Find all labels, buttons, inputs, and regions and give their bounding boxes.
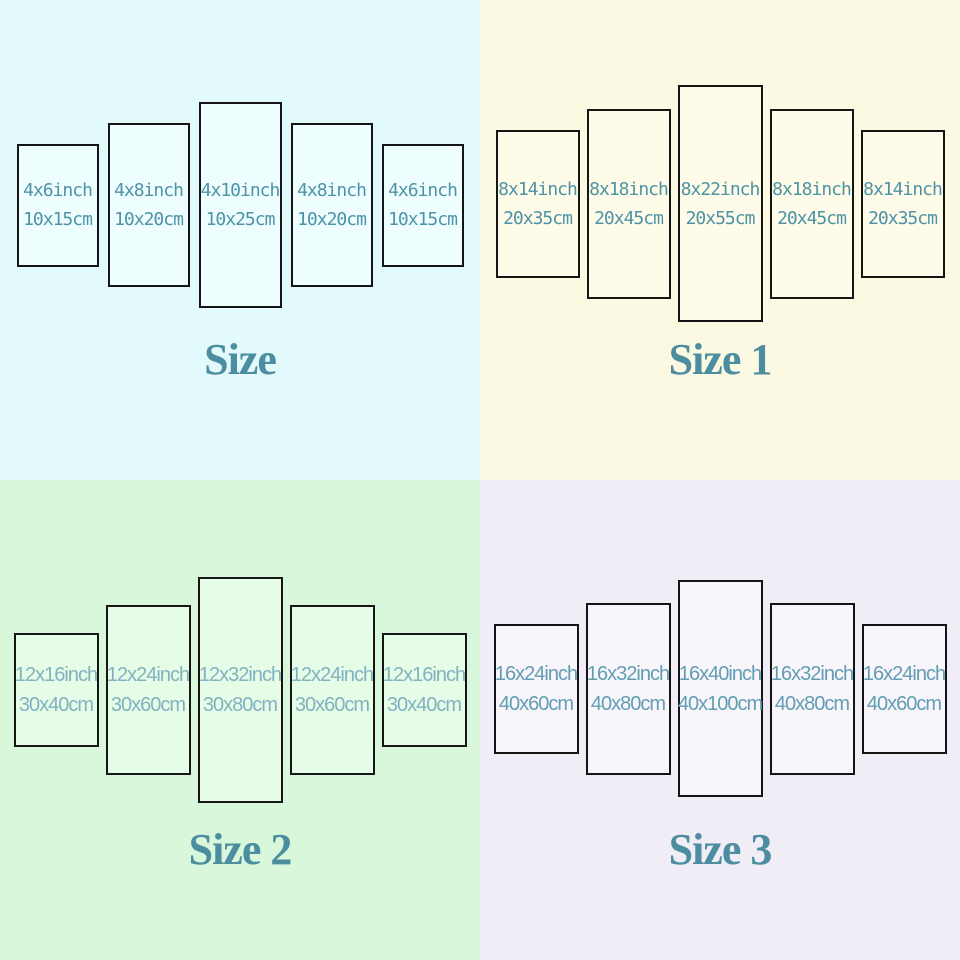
panel-size-label: 12x24inch 30x60cm: [106, 660, 190, 720]
panel-size-inches: 4x8inch: [114, 180, 184, 201]
panel-size-label: 16x40inch 40x100cm: [677, 659, 763, 719]
panel-size-cm: 10x20cm: [297, 209, 367, 230]
panel-layout-row: 4x6inch 10x15cm 4x8inch 10x20cm 4x10inch 10x2…: [0, 102, 480, 308]
size-panel: 8x14inch 20x35cm: [495, 129, 580, 278]
panel-size-inches: 12x16inch: [382, 664, 466, 686]
size-panel: 16x32inch 40x80cm: [769, 602, 855, 775]
size-panel: 8x18inch 20x45cm: [586, 108, 671, 299]
panel-size-cm: 10x20cm: [114, 209, 184, 230]
panel-size-cm: 40x100cm: [677, 692, 763, 715]
panel-size-inches: 12x16inch: [14, 664, 98, 686]
panel-size-label: 4x8inch 10x20cm: [297, 176, 367, 234]
panel-size-inches: 12x24inch: [106, 664, 190, 686]
panel-size-label: 16x32inch 40x80cm: [586, 659, 670, 719]
panel-size-cm: 30x60cm: [294, 694, 370, 716]
size-panel: 12x16inch 30x40cm: [13, 633, 99, 747]
panel-size-inches: 8x18inch: [772, 178, 852, 200]
panel-size-cm: 30x40cm: [386, 694, 462, 716]
size-panel: 4x6inch 10x15cm: [16, 143, 99, 267]
panel-size-inches: 8x18inch: [589, 178, 669, 200]
panel-size-label: 16x32inch 40x80cm: [770, 659, 854, 719]
panel-size-cm: 40x60cm: [866, 692, 942, 715]
size-panel: 16x32inch 40x80cm: [585, 602, 671, 775]
panel-size-cm: 20x35cm: [868, 207, 938, 229]
size-panel: 8x18inch 20x45cm: [769, 108, 854, 299]
panel-size-cm: 30x60cm: [110, 694, 186, 716]
panel-size-cm: 30x40cm: [18, 694, 94, 716]
panel-size-inches: 16x32inch: [770, 662, 854, 685]
panel-size-label: 12x32inch 30x80cm: [198, 660, 282, 720]
size-panel: 4x8inch 10x20cm: [107, 123, 190, 287]
panel-size-cm: 40x80cm: [774, 692, 850, 715]
size-group-quadrant: 12x16inch 30x40cm 12x24inch 30x60cm 12x32inc…: [0, 480, 480, 960]
panel-size-label: 8x14inch 20x35cm: [863, 175, 943, 233]
size-panel: 12x24inch 30x60cm: [289, 605, 375, 775]
panel-size-inches: 4x8inch: [297, 180, 367, 201]
size-panel: 12x16inch 30x40cm: [381, 633, 467, 747]
size-group-quadrant: 16x24inch 40x60cm 16x32inch 40x80cm 16x40inc…: [480, 480, 960, 960]
panel-size-inches: 16x24inch: [862, 662, 946, 685]
size-panel: 4x10inch 10x25cm: [198, 102, 282, 308]
panel-size-cm: 20x45cm: [594, 207, 664, 229]
panel-size-inches: 16x40inch: [678, 662, 762, 685]
panel-layout-row: 8x14inch 20x35cm 8x18inch 20x45cm 8x22inch 20…: [480, 85, 960, 322]
size-panel: 4x6inch 10x15cm: [381, 143, 464, 267]
panel-size-label: 12x16inch 30x40cm: [14, 660, 98, 720]
size-panel: 16x24inch 40x60cm: [861, 623, 947, 754]
size-group-quadrant: 4x6inch 10x15cm 4x8inch 10x20cm 4x10inch 10x2…: [0, 0, 480, 480]
size-panel: 8x14inch 20x35cm: [860, 129, 945, 278]
panel-size-inches: 4x6inch: [388, 180, 458, 201]
size-group-title: Size: [204, 335, 277, 384]
panel-size-cm: 10x15cm: [23, 209, 93, 230]
panel-size-label: 8x14inch 20x35cm: [498, 175, 578, 233]
size-group-title: Size 2: [188, 825, 293, 874]
size-panel: 12x24inch 30x60cm: [105, 605, 191, 775]
panel-size-cm: 20x35cm: [503, 207, 573, 229]
panel-size-cm: 20x55cm: [685, 207, 756, 229]
size-group-title: Size 3: [668, 825, 773, 874]
panel-size-inches: 8x14inch: [863, 178, 943, 200]
panel-size-cm: 20x45cm: [777, 207, 847, 229]
panel-size-inches: 12x32inch: [198, 664, 282, 686]
size-panel: 16x24inch 40x60cm: [493, 623, 579, 754]
panel-size-inches: 16x32inch: [586, 662, 670, 685]
panel-size-label: 4x6inch 10x15cm: [23, 176, 93, 234]
panel-size-inches: 8x22inch: [680, 178, 761, 200]
size-group-title: Size 1: [668, 335, 773, 384]
panel-size-cm: 10x15cm: [388, 209, 458, 230]
panel-size-inches: 16x24inch: [494, 662, 578, 685]
panel-size-inches: 8x14inch: [498, 178, 578, 200]
panel-size-inches: 12x24inch: [290, 664, 374, 686]
panel-size-label: 4x10inch 10x25cm: [200, 176, 281, 234]
size-panel: 8x22inch 20x55cm: [677, 85, 763, 322]
panel-size-inches: 4x10inch: [200, 180, 281, 201]
panel-size-label: 4x6inch 10x15cm: [388, 176, 458, 234]
panel-size-cm: 40x80cm: [590, 692, 666, 715]
panel-size-cm: 30x80cm: [202, 694, 278, 716]
panel-size-label: 12x24inch 30x60cm: [290, 660, 374, 720]
panel-size-label: 16x24inch 40x60cm: [862, 659, 946, 719]
panel-size-label: 16x24inch 40x60cm: [494, 659, 578, 719]
panel-layout-row: 12x16inch 30x40cm 12x24inch 30x60cm 12x32inc…: [0, 577, 480, 803]
size-panel: 4x8inch 10x20cm: [290, 123, 373, 287]
panel-size-cm: 40x60cm: [498, 692, 574, 715]
panel-size-cm: 10x25cm: [205, 209, 276, 230]
size-panel: 12x32inch 30x80cm: [197, 577, 283, 803]
panel-size-label: 8x18inch 20x45cm: [589, 175, 669, 233]
panel-size-label: 12x16inch 30x40cm: [382, 660, 466, 720]
panel-size-label: 8x18inch 20x45cm: [772, 175, 852, 233]
panel-layout-row: 16x24inch 40x60cm 16x32inch 40x80cm 16x40inc…: [480, 580, 960, 797]
panel-size-label: 4x8inch 10x20cm: [114, 176, 184, 234]
size-panel: 16x40inch 40x100cm: [677, 580, 763, 797]
panel-size-inches: 4x6inch: [23, 180, 93, 201]
size-group-quadrant: 8x14inch 20x35cm 8x18inch 20x45cm 8x22inch 20…: [480, 0, 960, 480]
panel-size-label: 8x22inch 20x55cm: [680, 175, 761, 233]
